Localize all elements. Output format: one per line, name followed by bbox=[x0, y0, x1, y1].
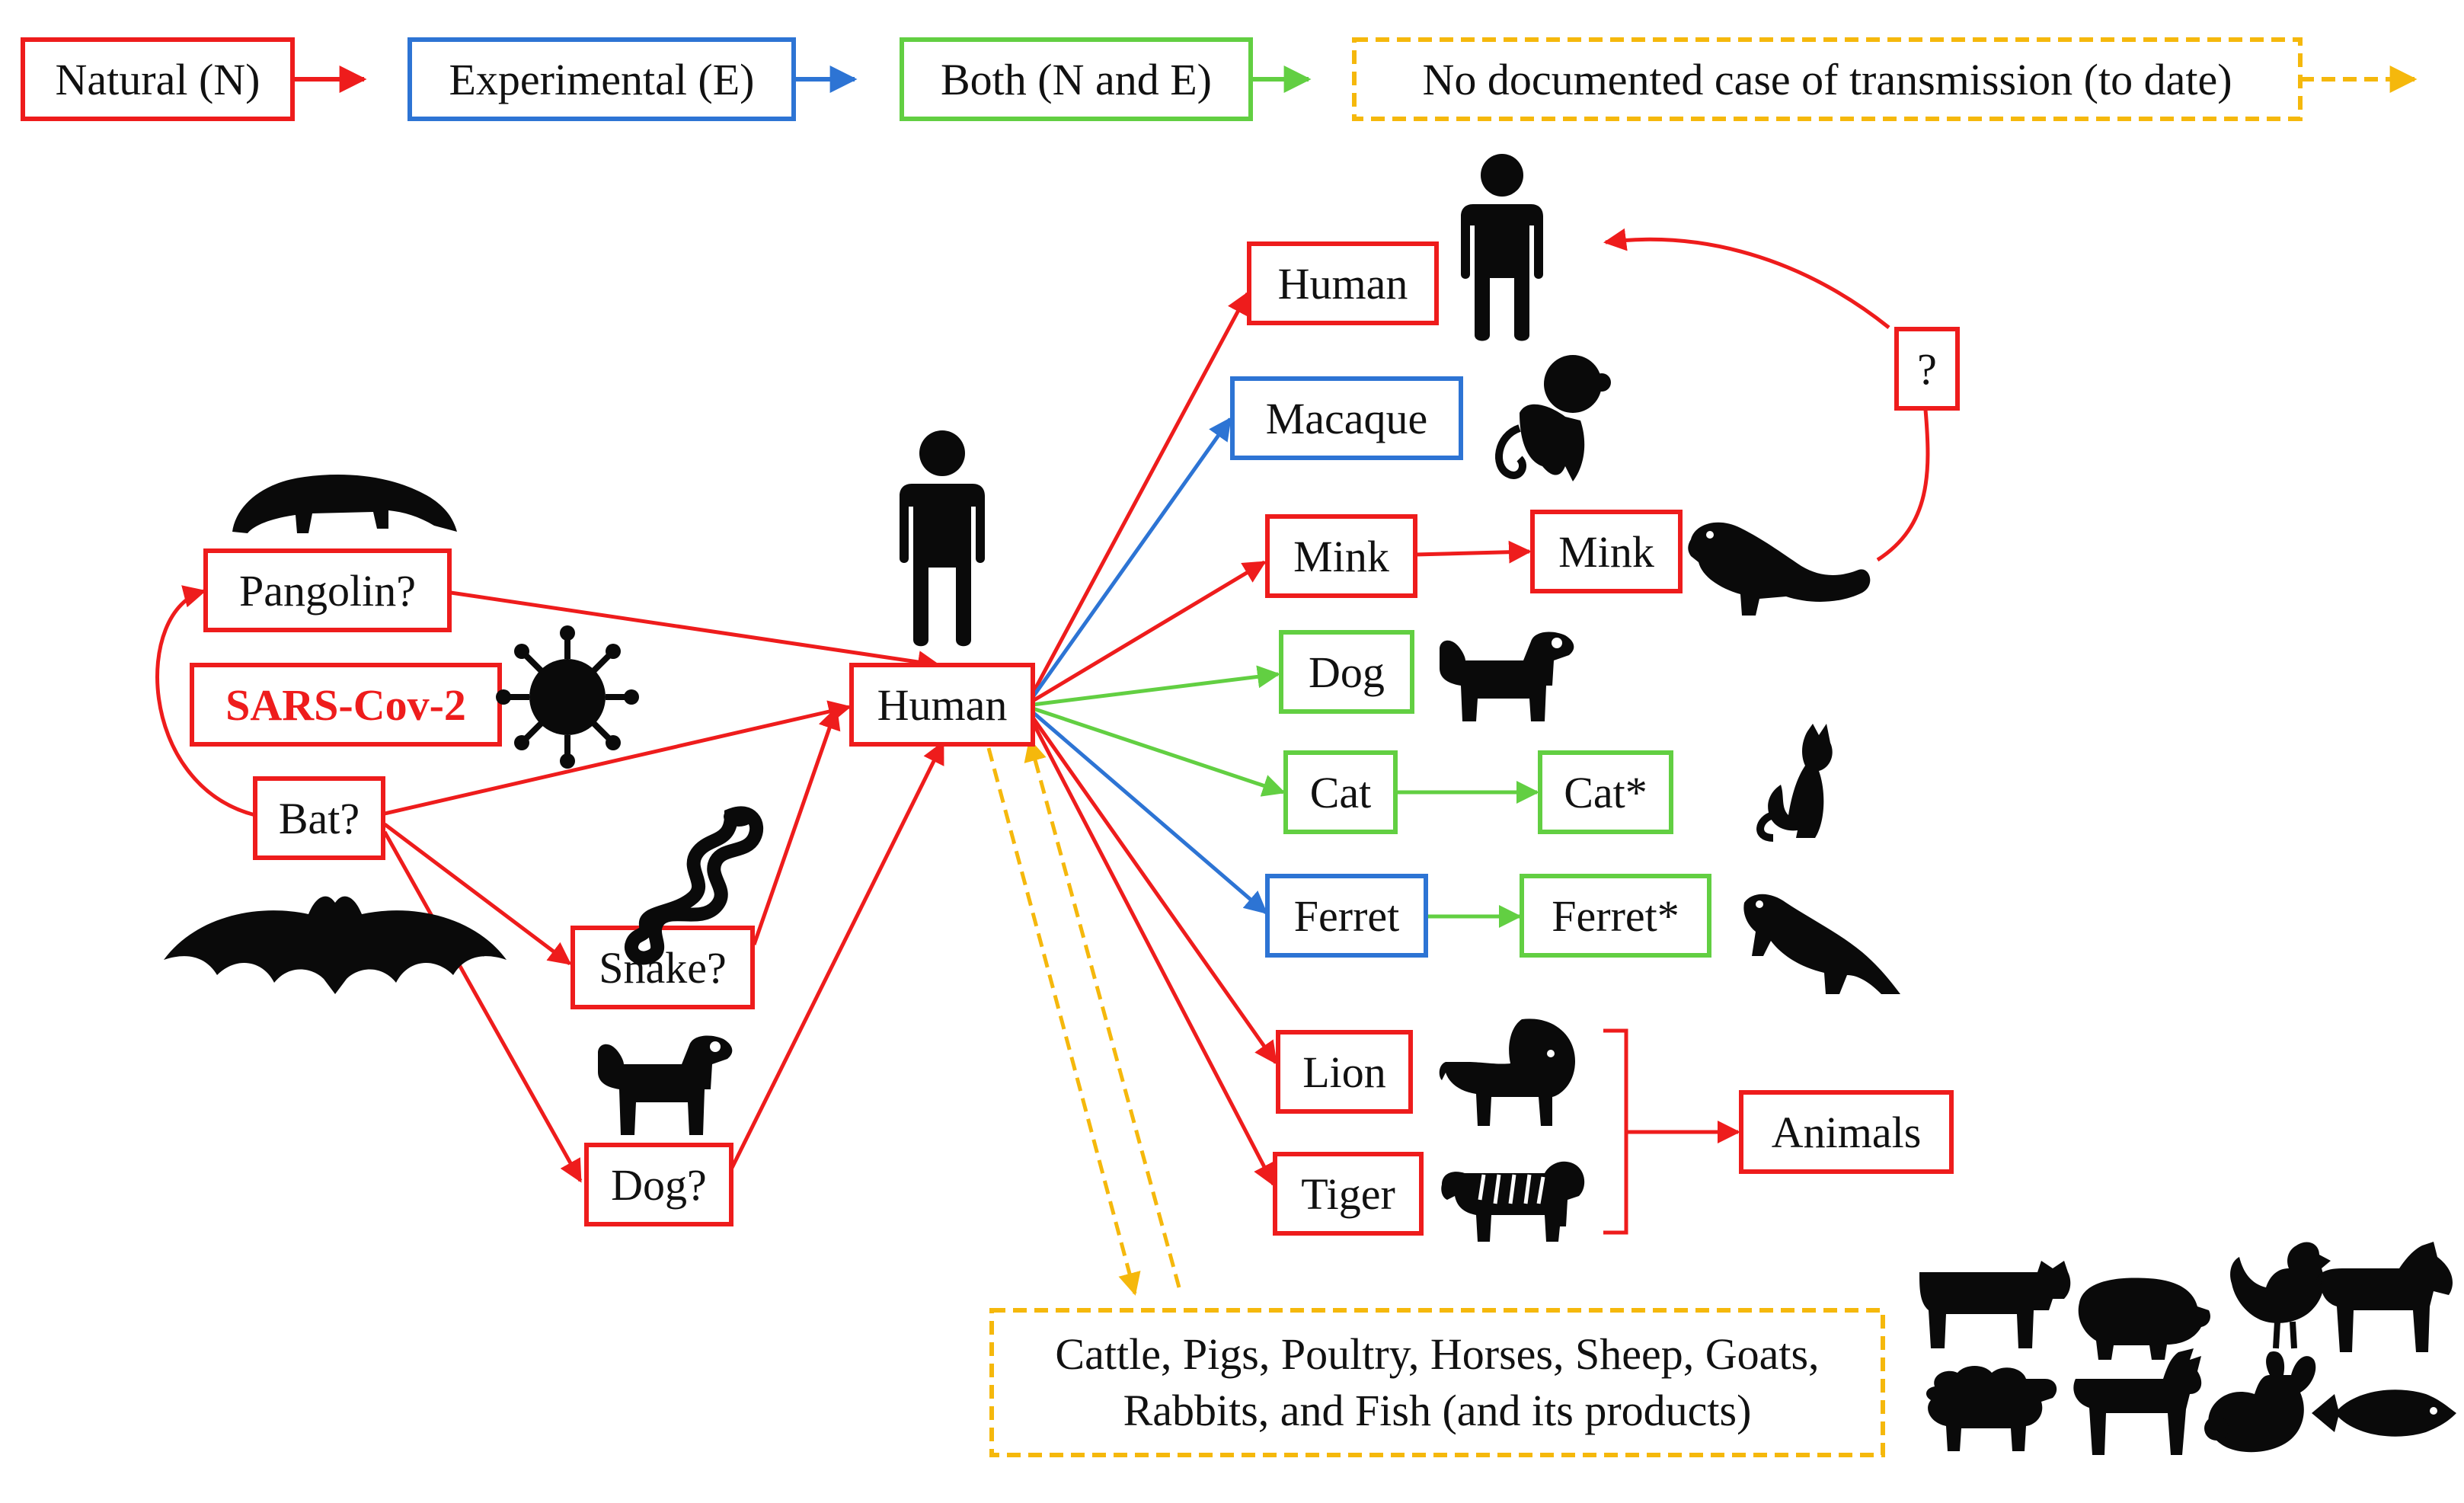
chicken-icon bbox=[2230, 1242, 2331, 1349]
bat-label: Bat? bbox=[279, 794, 360, 843]
hub-human-label: Human bbox=[877, 680, 1008, 730]
animals-label: Animals bbox=[1772, 1108, 1922, 1157]
legend-natural-label: Natural (N) bbox=[56, 55, 260, 104]
pig-icon bbox=[2078, 1278, 2210, 1360]
legend-experimental-box bbox=[407, 37, 796, 121]
cat2-box bbox=[1538, 750, 1673, 834]
lion-label: Lion bbox=[1302, 1047, 1386, 1097]
virus-label: SARS-Cov-2 bbox=[225, 680, 466, 730]
horse-icon bbox=[2315, 1242, 2453, 1352]
fish-icon bbox=[2312, 1389, 2456, 1437]
target-human-label: Human bbox=[1278, 259, 1408, 309]
arrow-bat-snake bbox=[383, 823, 572, 965]
goat-icon bbox=[2073, 1348, 2202, 1455]
animals-box bbox=[1739, 1090, 1954, 1174]
pangolin-icon bbox=[232, 475, 457, 533]
tiger-box bbox=[1273, 1152, 1424, 1236]
arrow-human-ferret bbox=[1031, 711, 1268, 914]
mink2-box bbox=[1530, 510, 1683, 593]
target-human-box bbox=[1247, 241, 1439, 325]
legend-natural-box bbox=[21, 37, 295, 121]
legend-none-box bbox=[1352, 37, 2303, 121]
cat-label: Cat bbox=[1310, 768, 1372, 817]
tiger-label: Tiger bbox=[1301, 1169, 1395, 1219]
mink2-label: Mink bbox=[1558, 527, 1654, 577]
arrow-bat-dog bbox=[382, 830, 583, 1183]
sheep-icon bbox=[1925, 1366, 2057, 1451]
legend-experimental-label: Experimental (E) bbox=[449, 55, 755, 104]
arrow-livestock-human bbox=[1024, 738, 1181, 1288]
arrow-human-lion bbox=[1031, 716, 1278, 1065]
question-box bbox=[1894, 327, 1960, 411]
ferret-icon bbox=[1743, 894, 1900, 994]
bat-icon bbox=[164, 896, 507, 994]
dog-target-label: Dog bbox=[1309, 648, 1385, 697]
legend-both-label: Both (N and E) bbox=[941, 55, 1212, 104]
ferret-label: Ferret bbox=[1294, 891, 1400, 941]
ferret2-box bbox=[1520, 874, 1711, 958]
arrows bbox=[155, 228, 1930, 1296]
mink-label: Mink bbox=[1293, 532, 1389, 581]
hub-human-box bbox=[849, 663, 1035, 747]
arrow-snake-human bbox=[752, 706, 841, 945]
ferret2-label: Ferret* bbox=[1552, 891, 1679, 941]
arrow-human-livestock bbox=[986, 747, 1141, 1296]
cat-icon bbox=[1756, 724, 1833, 842]
arrow-human-human bbox=[1031, 291, 1250, 695]
question-label: ? bbox=[1917, 344, 1937, 394]
arrow-human-mink bbox=[1031, 560, 1267, 703]
legend: Natural (N) Experimental (E) Both (N and… bbox=[21, 37, 2418, 121]
mink-icon bbox=[1688, 522, 1871, 616]
arrow-human-dog bbox=[1032, 665, 1280, 707]
arrow-bat-pangolin bbox=[155, 585, 256, 817]
ferret-box bbox=[1265, 874, 1428, 958]
legend-both-box bbox=[900, 37, 1253, 121]
virus-icon bbox=[496, 625, 639, 769]
human-hub-icon bbox=[900, 430, 985, 647]
virus-box bbox=[190, 663, 502, 747]
rabbit-icon bbox=[2204, 1351, 2316, 1453]
arrow-pangolin-human bbox=[450, 590, 941, 673]
arrow-bat-human bbox=[384, 700, 852, 816]
lion-icon bbox=[1439, 1019, 1575, 1126]
livestock-line2: Rabbits, and Fish (and its products) bbox=[1123, 1386, 1752, 1435]
dog-target-box bbox=[1279, 630, 1414, 714]
arrow-human-cat bbox=[1032, 706, 1286, 797]
dog-source-box bbox=[584, 1143, 733, 1226]
human-top-icon bbox=[1461, 154, 1543, 341]
arrow-human-tiger bbox=[1031, 721, 1276, 1187]
lion-box bbox=[1276, 1030, 1413, 1114]
node-boxes: Pangolin? SARS-Cov-2 Bat? Snake? Dog? Hu… bbox=[190, 241, 1960, 1457]
arrow-question-to-human bbox=[1603, 228, 1890, 329]
mink-box bbox=[1265, 514, 1417, 598]
dog-source-icon bbox=[598, 1035, 733, 1135]
arrow-mink-to-question bbox=[1876, 409, 1930, 562]
cow-icon bbox=[1919, 1261, 2071, 1348]
monkey-icon bbox=[1495, 355, 1611, 481]
pangolin-label: Pangolin? bbox=[239, 566, 416, 616]
tiger-icon bbox=[1441, 1161, 1585, 1242]
snake-icon bbox=[624, 806, 764, 965]
cat2-label: Cat* bbox=[1564, 768, 1647, 817]
livestock-line1: Cattle, Pigs, Poultry, Horses, Sheep, Go… bbox=[1055, 1329, 1819, 1379]
macaque-label: Macaque bbox=[1266, 394, 1428, 443]
livestock-box bbox=[989, 1308, 1885, 1457]
arrow-dog-human bbox=[729, 740, 945, 1171]
arrow-human-macaque bbox=[1031, 417, 1232, 699]
arrow-mink-mink bbox=[1414, 540, 1532, 564]
dog-source-label: Dog? bbox=[611, 1160, 707, 1210]
dog-target-icon bbox=[1440, 632, 1574, 721]
pangolin-box bbox=[203, 548, 452, 632]
brace bbox=[1603, 1028, 1645, 1235]
legend-none-label: No documented case of transmission (to d… bbox=[1422, 55, 2232, 104]
macaque-box bbox=[1230, 376, 1463, 460]
bat-box bbox=[253, 776, 385, 860]
silhouettes bbox=[164, 154, 2456, 1455]
cat-box bbox=[1283, 750, 1398, 834]
